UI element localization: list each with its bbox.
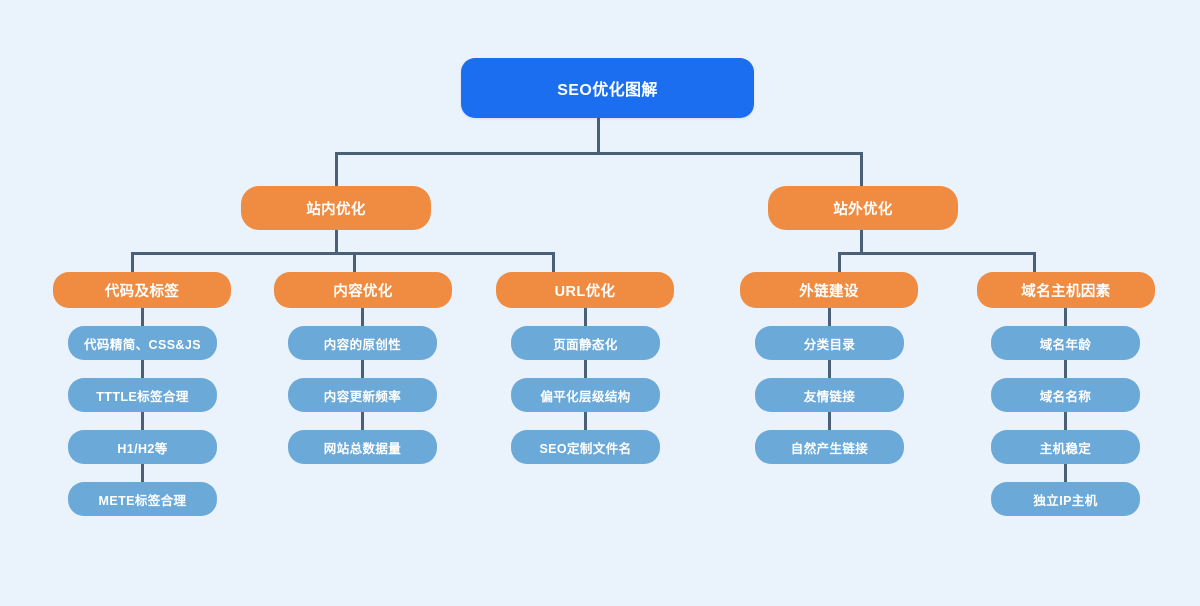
connector-chain-0-0-c	[141, 410, 144, 432]
connector-chain-1-1-d	[1064, 462, 1067, 484]
leaf-node[interactable]: 内容的原创性	[288, 326, 437, 360]
connector-chain-1-1-a	[1064, 306, 1067, 328]
branch-node-onsite[interactable]: 站内优化	[241, 186, 431, 230]
connector-chain-0-2-c	[584, 410, 587, 432]
leaf-node[interactable]: 偏平化层级结构	[511, 378, 660, 412]
category-node-content[interactable]: 内容优化	[274, 272, 452, 308]
connector-root-stem	[597, 116, 600, 154]
connector-chain-1-0-c	[828, 410, 831, 432]
connector-chain-1-0-b	[828, 358, 831, 380]
leaf-node[interactable]: 网站总数据量	[288, 430, 437, 464]
leaf-node[interactable]: 分类目录	[755, 326, 904, 360]
connector-chain-1-0-a	[828, 306, 831, 328]
leaf-node[interactable]: 主机稳定	[991, 430, 1140, 464]
leaf-node[interactable]: 自然产生链接	[755, 430, 904, 464]
leaf-node[interactable]: 域名名称	[991, 378, 1140, 412]
connector-chain-0-2-a	[584, 306, 587, 328]
category-node-url[interactable]: URL优化	[496, 272, 674, 308]
category-node-backlinks[interactable]: 外链建设	[740, 272, 918, 308]
connector-branch-1-bus	[838, 252, 1036, 255]
leaf-node[interactable]: H1/H2等	[68, 430, 217, 464]
connector-to-category-0-0	[131, 252, 134, 274]
connector-branch-0-bus	[131, 252, 555, 255]
leaf-node[interactable]: TTTLE标签合理	[68, 378, 217, 412]
category-node-domain-host[interactable]: 域名主机因素	[977, 272, 1155, 308]
connector-branch-0-stem	[335, 228, 338, 254]
leaf-node[interactable]: METE标签合理	[68, 482, 217, 516]
category-node-code-tags[interactable]: 代码及标签	[53, 272, 231, 308]
leaf-node[interactable]: 友情链接	[755, 378, 904, 412]
connector-chain-1-1-b	[1064, 358, 1067, 380]
connector-to-category-0-1	[353, 252, 356, 274]
connector-chain-0-1-b	[361, 358, 364, 380]
leaf-node[interactable]: 内容更新频率	[288, 378, 437, 412]
connector-chain-1-1-c	[1064, 410, 1067, 432]
connector-chain-0-0-d	[141, 462, 144, 484]
connector-to-branch-0	[335, 152, 338, 187]
leaf-node[interactable]: 代码精简、CSS&JS	[68, 326, 217, 360]
connector-chain-0-1-a	[361, 306, 364, 328]
root-node[interactable]: SEO优化图解	[461, 58, 754, 118]
connector-chain-0-0-b	[141, 358, 144, 380]
branch-node-offsite[interactable]: 站外优化	[768, 186, 958, 230]
connector-branch-1-stem	[860, 228, 863, 254]
leaf-node[interactable]: 域名年龄	[991, 326, 1140, 360]
connector-to-category-1-1	[1033, 252, 1036, 274]
leaf-node[interactable]: 独立IP主机	[991, 482, 1140, 516]
connector-chain-0-1-c	[361, 410, 364, 432]
connector-chain-0-2-b	[584, 358, 587, 380]
leaf-node[interactable]: 页面静态化	[511, 326, 660, 360]
connector-chain-0-0-a	[141, 306, 144, 328]
connector-to-branch-1	[860, 152, 863, 187]
connector-level2-bus	[335, 152, 863, 155]
connector-to-category-1-0	[838, 252, 841, 274]
connector-to-category-0-2	[552, 252, 555, 274]
leaf-node[interactable]: SEO定制文件名	[511, 430, 660, 464]
